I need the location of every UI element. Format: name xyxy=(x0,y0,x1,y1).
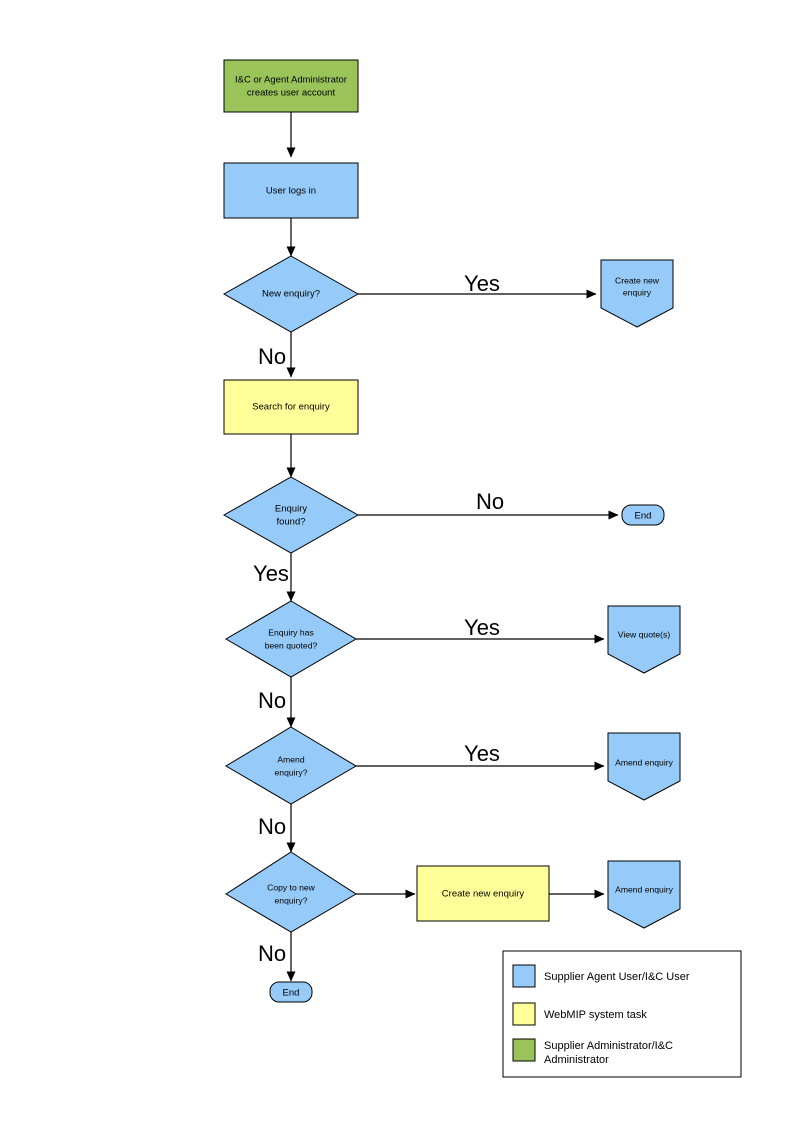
node-create-new-enquiry-top[interactable]: Create new enquiry xyxy=(600,259,674,328)
node-copy-to-new-decision-label-line1: Copy to new xyxy=(267,882,316,892)
edge-label-new-enquiry-no: No xyxy=(258,344,286,369)
node-create-new-enquiry-top-label-line1: Create new xyxy=(615,275,660,285)
node-end-top-label: End xyxy=(635,511,652,522)
node-enquiry-found-decision[interactable]: Enquiry found? xyxy=(222,476,360,554)
legend: Supplier Agent User/I&C User WebMIP syst… xyxy=(502,950,742,1078)
edge-label-new-enquiry-yes: Yes xyxy=(464,271,500,296)
node-end-bottom[interactable]: End xyxy=(269,981,313,1003)
edge-label-amend-no: No xyxy=(258,814,286,839)
node-create-account-label-line2: creates user account xyxy=(247,88,336,99)
node-view-quotes-label: View quote(s) xyxy=(618,629,671,639)
node-search-for-enquiry[interactable]: Search for enquiry xyxy=(223,379,359,435)
edge-label-amend-yes: Yes xyxy=(464,741,500,766)
node-end-bottom-label: End xyxy=(283,988,300,999)
legend-item-webmip-system-task: WebMIP system task xyxy=(512,1002,647,1026)
node-enquiry-quoted-decision[interactable]: Enquiry has been quoted? xyxy=(225,600,357,678)
node-create-account[interactable]: I&C or Agent Administrator creates user … xyxy=(223,59,359,113)
node-new-enquiry-decision-label: New enquiry? xyxy=(262,289,320,300)
node-amend-enquiry-decision-label-line1: Amend xyxy=(277,754,304,764)
node-user-logs-in[interactable]: User logs in xyxy=(223,162,359,219)
node-search-for-enquiry-label: Search for enquiry xyxy=(252,402,330,413)
legend-label-green-line1: Supplier Administrator/I&C xyxy=(544,1040,673,1052)
edge-label-enquiry-found-yes: Yes xyxy=(253,561,289,586)
node-create-new-enquiry-bottom[interactable]: Create new enquiry xyxy=(416,865,550,922)
edge-label-enquiry-found-no: No xyxy=(476,489,504,514)
legend-border xyxy=(502,950,742,1078)
legend-swatch-green xyxy=(512,1038,536,1062)
edge-label-quoted-no: No xyxy=(258,688,286,713)
legend-swatch-yellow xyxy=(512,1002,536,1026)
edge-labels-layer: Yes No No Yes Yes No Yes No No xyxy=(253,271,504,966)
node-amend-enquiry-mid-label: Amend enquiry xyxy=(615,757,674,767)
node-enquiry-quoted-decision-label-line2: been quoted? xyxy=(265,640,318,650)
node-create-account-label-line1: I&C or Agent Administrator xyxy=(235,75,347,86)
node-copy-to-new-decision[interactable]: Copy to new enquiry? xyxy=(225,851,357,933)
node-enquiry-found-decision-label-line2: found? xyxy=(276,517,305,528)
legend-swatch-blue xyxy=(512,964,536,988)
node-amend-enquiry-mid[interactable]: Amend enquiry xyxy=(607,732,681,801)
edge-label-copy-no: No xyxy=(258,941,286,966)
node-end-top[interactable]: End xyxy=(621,504,665,526)
edges-layer xyxy=(286,112,619,982)
node-create-new-enquiry-bottom-label: Create new enquiry xyxy=(442,889,525,900)
node-user-logs-in-label: User logs in xyxy=(266,186,316,197)
node-copy-to-new-decision-label-line2: enquiry? xyxy=(275,895,308,905)
node-view-quotes[interactable]: View quote(s) xyxy=(607,605,681,674)
node-amend-enquiry-bottom[interactable]: Amend enquiry xyxy=(607,860,681,929)
node-create-new-enquiry-top-label-line2: enquiry xyxy=(623,287,652,297)
legend-label-yellow: WebMIP system task xyxy=(544,1009,647,1021)
legend-label-blue: Supplier Agent User/I&C User xyxy=(544,971,690,983)
legend-item-supplier-administrator: Supplier Administrator/I&C Administrator xyxy=(512,1038,673,1066)
legend-label-green-line2: Administrator xyxy=(544,1054,609,1066)
node-amend-enquiry-decision[interactable]: Amend enquiry? xyxy=(225,726,357,805)
node-new-enquiry-decision[interactable]: New enquiry? xyxy=(222,255,360,333)
node-amend-enquiry-decision-label-line2: enquiry? xyxy=(275,767,308,777)
edge-label-quoted-yes: Yes xyxy=(464,615,500,640)
node-enquiry-found-decision-label-line1: Enquiry xyxy=(275,504,307,515)
node-enquiry-quoted-decision-label-line1: Enquiry has xyxy=(268,627,313,637)
legend-item-supplier-agent-user: Supplier Agent User/I&C User xyxy=(512,964,690,988)
node-amend-enquiry-bottom-label: Amend enquiry xyxy=(615,884,674,894)
